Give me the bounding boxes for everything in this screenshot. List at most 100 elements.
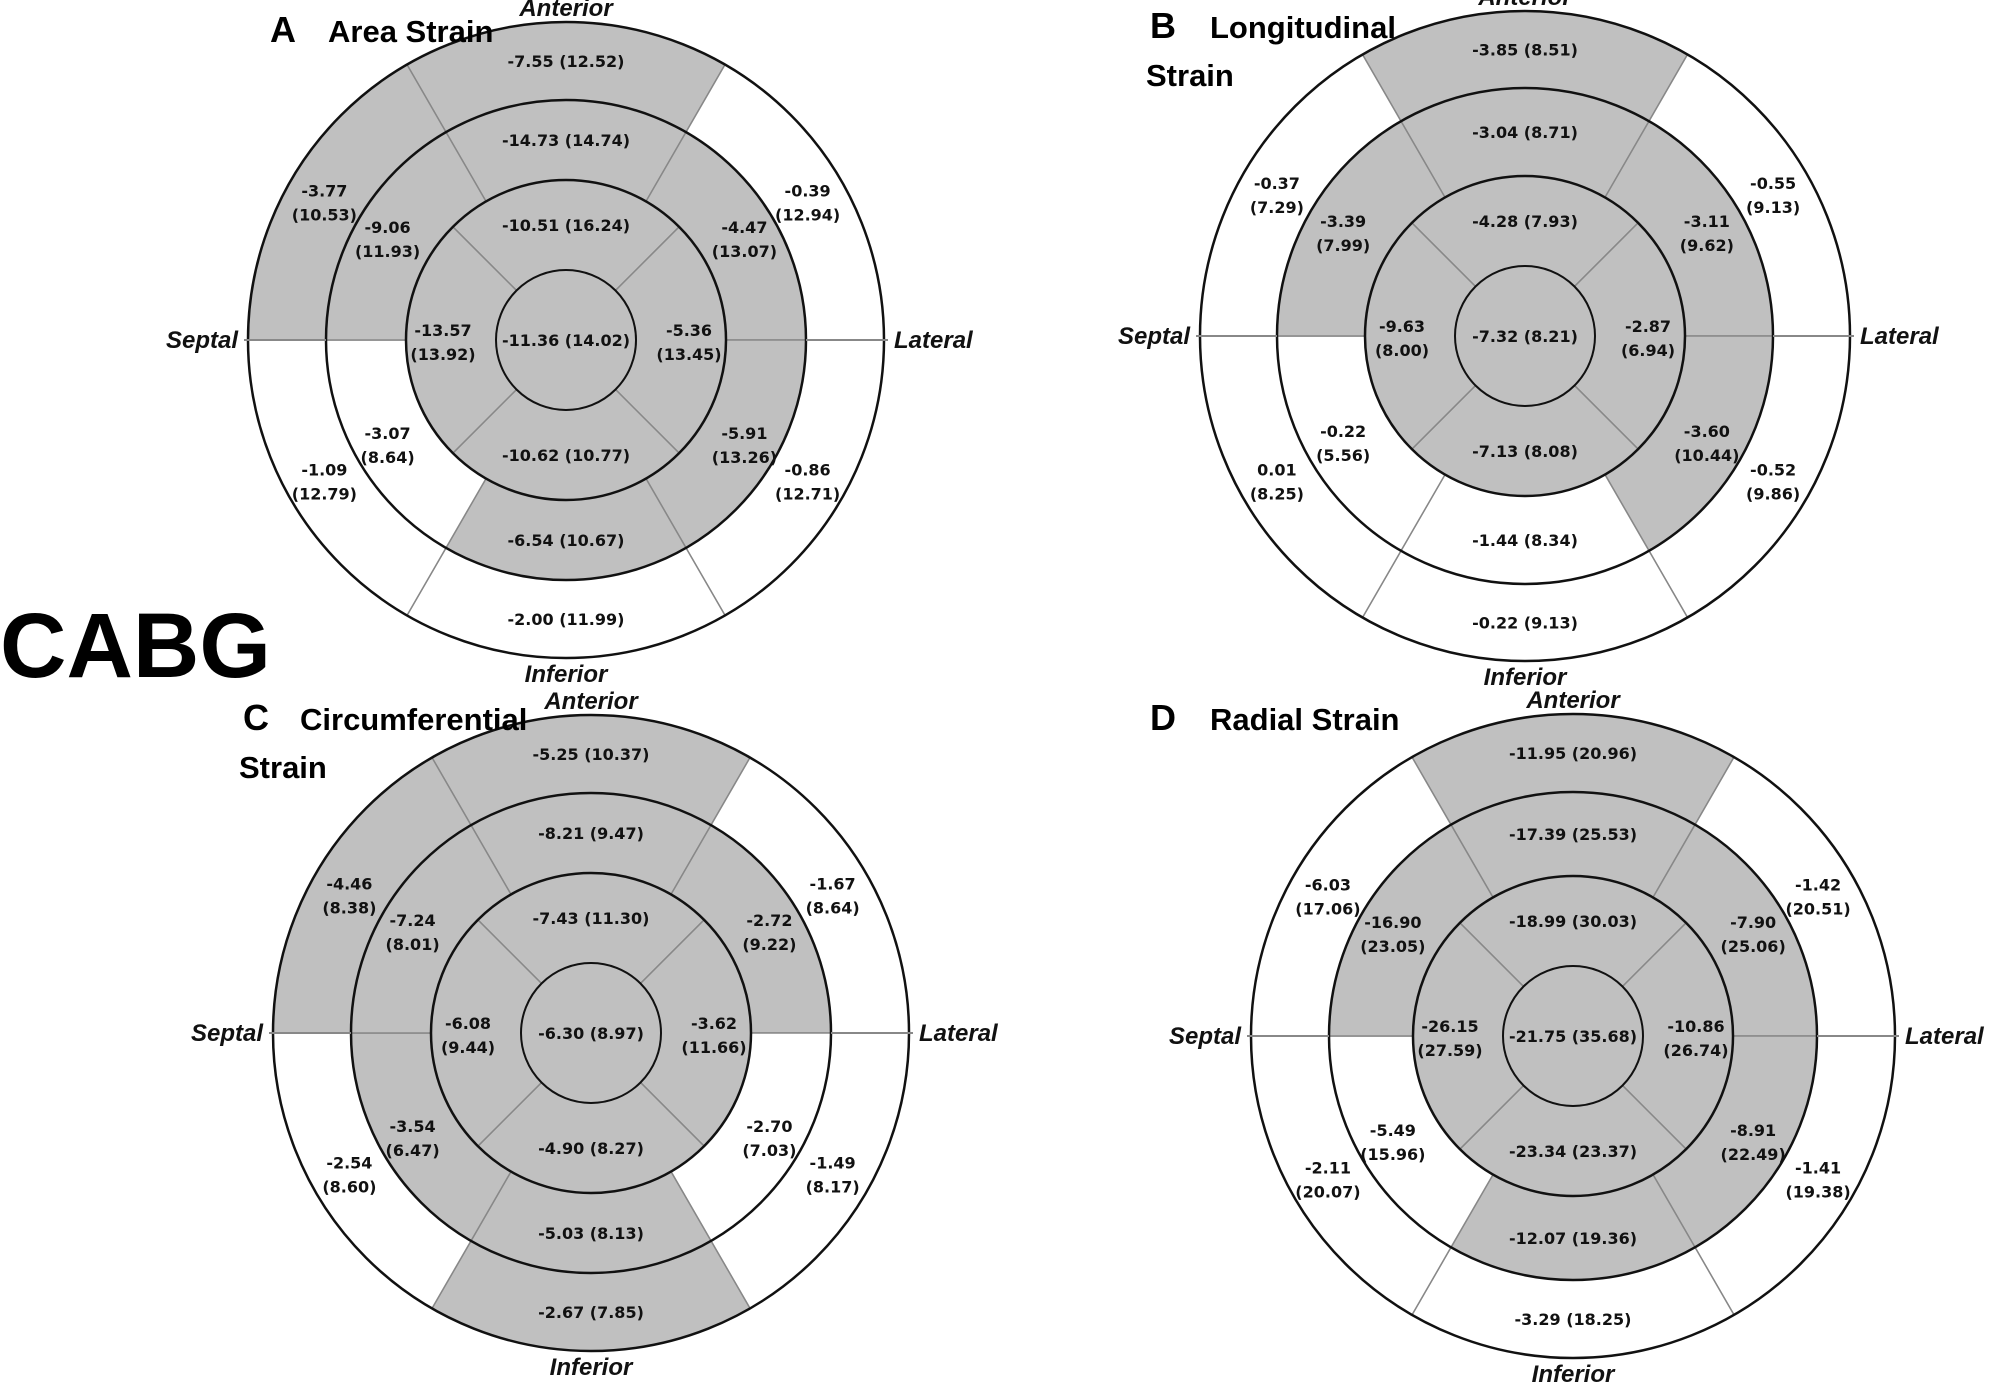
- basal-label-inferolateral-value: -0.86: [785, 461, 831, 480]
- basal-label-inferolateral-sd: (8.17): [806, 1178, 860, 1197]
- panel-title-line: Strain: [1146, 58, 1234, 93]
- apex-segment: [1502, 965, 1644, 1107]
- orientation-inferior: Inferior: [1484, 664, 1568, 691]
- basal-label-inferolateral-sd: (19.38): [1785, 1183, 1850, 1202]
- basal-label-inferoseptal: -1.09 (12.79): [292, 461, 357, 504]
- basal-label-anterolateral-sd: (20.51): [1785, 900, 1850, 919]
- ring-outline-2: [429, 871, 753, 1195]
- mid-label-inferolateral-sd: (10.44): [1674, 446, 1739, 465]
- basal-label-anterolateral-value: -1.67: [810, 875, 856, 894]
- mid-label-inferoseptal-value: -3.54: [390, 1117, 436, 1136]
- mid-label-anteroseptal: -16.90(23.05): [1360, 913, 1425, 956]
- apical-label-lateral: -5.36(13.45): [656, 321, 721, 364]
- basal-label-anterior: -11.95 (20.96): [1509, 744, 1637, 763]
- basal-label-anterolateral-sd: (8.64): [806, 899, 860, 918]
- basal-label-inferoseptal: -2.54(8.60): [322, 1154, 376, 1197]
- mid-label-inferolateral: -8.91 (22.49): [1721, 1121, 1786, 1164]
- basal-label-inferoseptal: 0.01(8.25): [1250, 460, 1304, 503]
- panel-d: -11.95 (20.96)-1.42(20.51)-1.41(19.38)-3…: [1150, 687, 1985, 1382]
- basal-label-anteroseptal-sd: (7.29): [1250, 198, 1304, 217]
- mid-label-inferoseptal-sd: (6.47): [386, 1141, 440, 1160]
- mid-label-anteroseptal-value: -9.06: [365, 218, 411, 237]
- apical-label-lateral-sd: (6.94): [1621, 341, 1675, 360]
- basal-label-anterolateral-value: -0.39: [785, 182, 831, 201]
- apical-label-anterior: -10.51 (16.24): [502, 216, 630, 235]
- panel-title-line: Circumferential: [300, 702, 527, 737]
- panel-title-line: Area Strain: [328, 14, 493, 49]
- apical-label-anterior: -18.99 (30.03): [1509, 912, 1637, 931]
- panel-title-line: Strain: [239, 750, 327, 785]
- mid-label-inferolateral-sd: (22.49): [1721, 1145, 1786, 1164]
- orientation-anterior: Anterior: [1525, 687, 1621, 714]
- mid-label-inferior: -6.54 (10.67): [508, 531, 625, 550]
- mid-label-anteroseptal-sd: (8.01): [386, 935, 440, 954]
- basal-label-inferior: -2.67 (7.85): [538, 1303, 644, 1322]
- orientation-septal: Septal: [191, 1020, 264, 1047]
- basal-label-anterior: -3.85 (8.51): [1472, 41, 1578, 60]
- basal-label-inferolateral-value: -1.41: [1795, 1159, 1841, 1178]
- mid-label-inferior: -12.07 (19.36): [1509, 1229, 1637, 1248]
- basal-label-inferior: -0.22 (9.13): [1472, 614, 1578, 633]
- basal-label-inferoseptal: -2.11(20.07): [1295, 1159, 1360, 1202]
- apical-label-septal-value: -9.63: [1379, 317, 1425, 336]
- group-label: CABG: [0, 595, 271, 697]
- mid-label-anteroseptal-value: -3.39: [1320, 212, 1366, 231]
- apical-label-septal-sd: (9.44): [441, 1038, 495, 1057]
- basal-label-inferoseptal-value: 0.01: [1257, 460, 1296, 479]
- mid-label-anterolateral-sd: (9.62): [1680, 236, 1734, 255]
- mid-label-inferolateral: -5.91(13.26): [712, 424, 777, 467]
- mid-label-anterolateral-sd: (9.22): [742, 935, 796, 954]
- apical-label-inferior: -10.62 (10.77): [502, 446, 630, 465]
- mid-label-anteroseptal-value: -16.90: [1364, 913, 1421, 932]
- apical-label-anterior: -7.43 (11.30): [533, 909, 650, 928]
- apical-label-septal: -6.08(9.44): [441, 1014, 495, 1057]
- mid-label-inferolateral-value: -2.70: [746, 1117, 792, 1136]
- basal-label-anteroseptal: -6.03(17.06): [1295, 876, 1360, 919]
- basal-label-inferolateral-value: -0.52: [1750, 460, 1796, 479]
- apical-label-lateral: -10.86(26.74): [1663, 1017, 1728, 1060]
- orientation-inferior: Inferior: [525, 661, 609, 688]
- basal-label-inferoseptal-value: -2.54: [326, 1154, 372, 1173]
- basal-label-anteroseptal-value: -6.03: [1305, 876, 1351, 895]
- basal-label-inferolateral-sd: (9.86): [1746, 484, 1800, 503]
- mid-label-anteroseptal: -7.24 (8.01): [386, 911, 440, 954]
- mid-label-anterolateral: -4.47(13.07): [712, 218, 777, 261]
- ring-outline-2: [404, 178, 728, 502]
- apical-label-lateral-value: -5.36: [666, 321, 712, 340]
- basal-label-anterolateral-sd: (9.13): [1746, 198, 1800, 217]
- mid-label-anteroseptal-sd: (7.99): [1316, 236, 1370, 255]
- basal-label-inferoseptal-sd: (12.79): [292, 485, 357, 504]
- panel-c: -5.25 (10.37)-1.67(8.64)-1.49(8.17)-2.67…: [191, 688, 999, 1381]
- mid-label-anteroseptal-value: -7.24: [390, 911, 436, 930]
- basal-label-inferoseptal-value: -2.11: [1305, 1159, 1351, 1178]
- apex-segment: [520, 962, 662, 1104]
- basal-label-inferoseptal-value: -1.09: [301, 461, 347, 480]
- orientation-anterior: Anterior: [1477, 0, 1573, 11]
- orientation-lateral: Lateral: [1860, 323, 1940, 350]
- basal-label-inferolateral: -0.52 (9.86): [1746, 460, 1800, 503]
- mid-label-inferolateral-sd: (13.26): [712, 448, 777, 467]
- orientation-inferior: Inferior: [1532, 1361, 1616, 1382]
- orientation-septal: Septal: [166, 327, 239, 354]
- mid-label-anterior: -17.39 (25.53): [1509, 825, 1637, 844]
- apical-label-lateral: -2.87(6.94): [1621, 317, 1675, 360]
- mid-label-inferoseptal-value: -3.07: [365, 424, 411, 443]
- apical-label-anterior: -4.28 (7.93): [1472, 212, 1578, 231]
- apex-label: -11.36 (14.02): [502, 331, 630, 350]
- basal-label-inferolateral: -1.41 (19.38): [1785, 1159, 1850, 1202]
- basal-label-anterolateral: -1.42(20.51): [1785, 876, 1850, 919]
- apical-label-inferior: -7.13 (8.08): [1472, 442, 1578, 461]
- mid-label-inferolateral-value: -8.91: [1730, 1121, 1776, 1140]
- basal-label-anterior: -7.55 (12.52): [508, 52, 625, 71]
- orientation-anterior: Anterior: [518, 0, 614, 22]
- mid-label-inferoseptal-sd: (8.64): [361, 448, 415, 467]
- mid-label-anterolateral-value: -7.90: [1730, 913, 1776, 932]
- mid-label-inferolateral: -2.70(7.03): [742, 1117, 796, 1160]
- panel-letter: A: [270, 9, 296, 50]
- basal-label-anterolateral-sd: (12.94): [775, 206, 840, 225]
- apex-label: -6.30 (8.97): [538, 1024, 644, 1043]
- basal-label-anteroseptal-value: -3.77: [301, 182, 347, 201]
- basal-label-anteroseptal: -0.37(7.29): [1250, 174, 1304, 217]
- mid-label-inferoseptal: -3.07 (8.64): [361, 424, 415, 467]
